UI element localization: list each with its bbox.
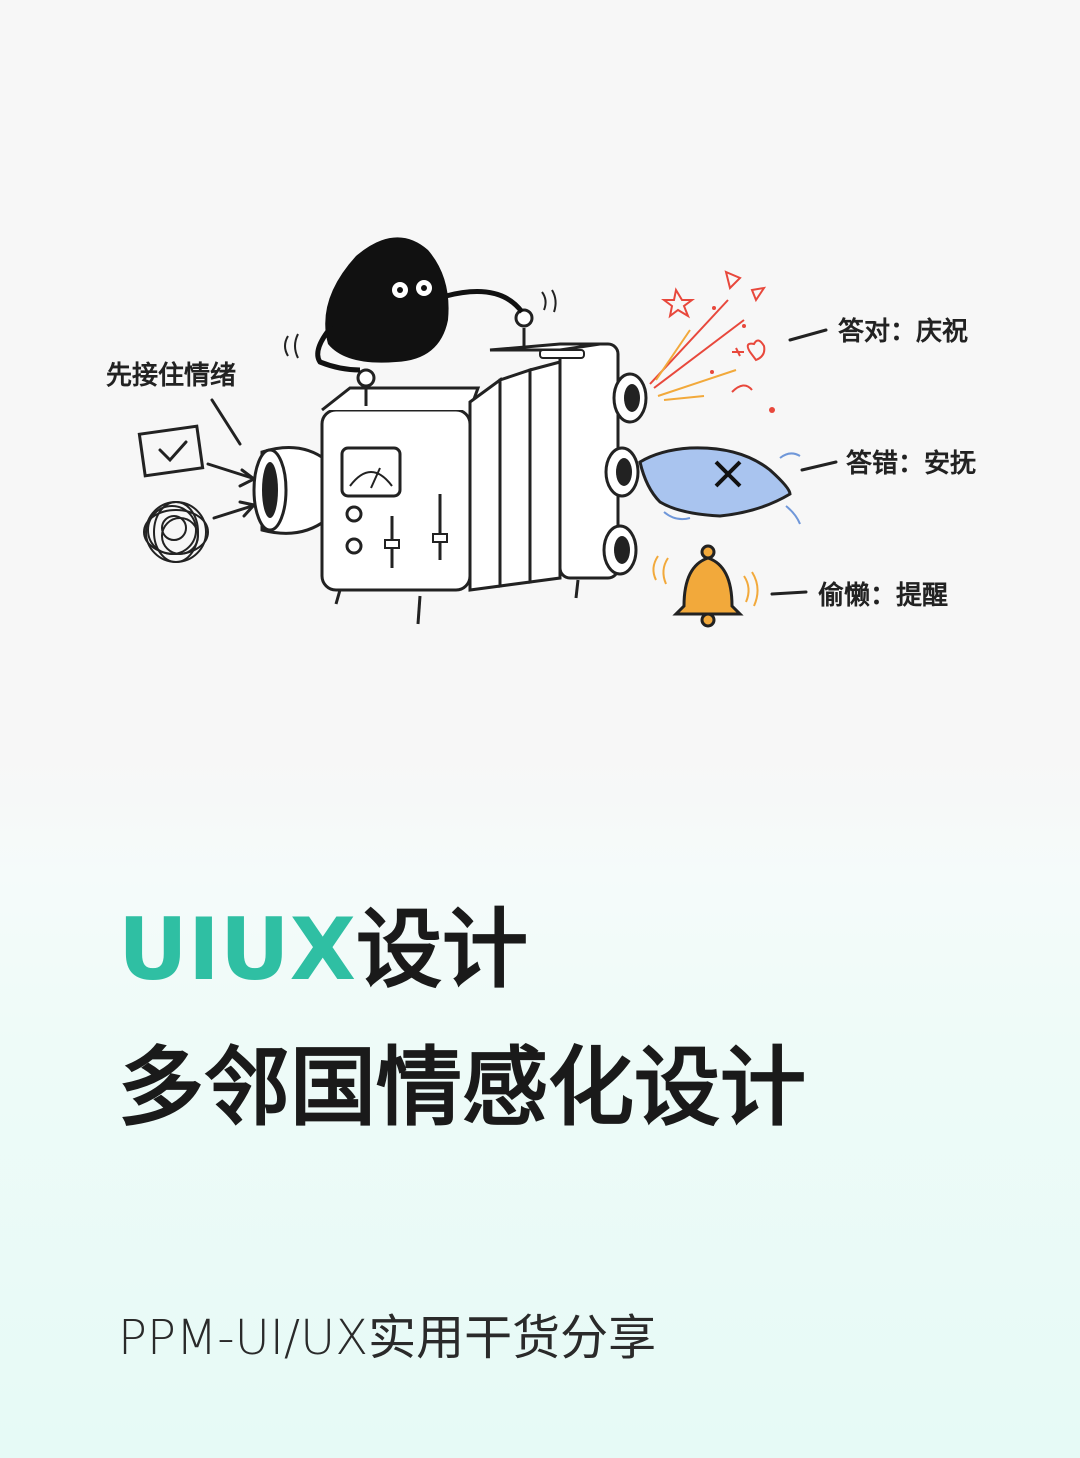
title-line-2: 多邻国情感化设计 [118, 1038, 806, 1138]
title-block: UIUX设计 多邻国情感化设计 [118, 890, 1018, 1148]
illustration-canvas: 先接住情绪 [106, 237, 976, 628]
label-lazy-remind: 偷懒：提醒 [818, 580, 948, 611]
bell-icon [652, 544, 759, 628]
title-accent: UIUX [118, 900, 356, 1000]
subtitle: PPM-UI/UX实用干货分享 [118, 1310, 657, 1366]
checkbox-icon [137, 424, 205, 478]
title-line-1-rest: 设计 [355, 900, 528, 1000]
scribble-icon [143, 501, 209, 563]
intake-funnel [252, 446, 328, 535]
confetti-icon [649, 270, 775, 413]
label-wrong-comfort: 答错：安抚 [846, 448, 976, 479]
title-line-1: UIUX设计 [118, 890, 1018, 1010]
blob-character-icon [315, 237, 525, 373]
label-receive-emotion: 先接住情绪 [106, 360, 236, 391]
label-correct-celebrate: 答对：庆祝 [838, 316, 968, 347]
machine-icon [284, 289, 648, 625]
emotion-machine-illustration: 先接住情绪 [106, 237, 976, 628]
pillow-icon [638, 446, 801, 525]
